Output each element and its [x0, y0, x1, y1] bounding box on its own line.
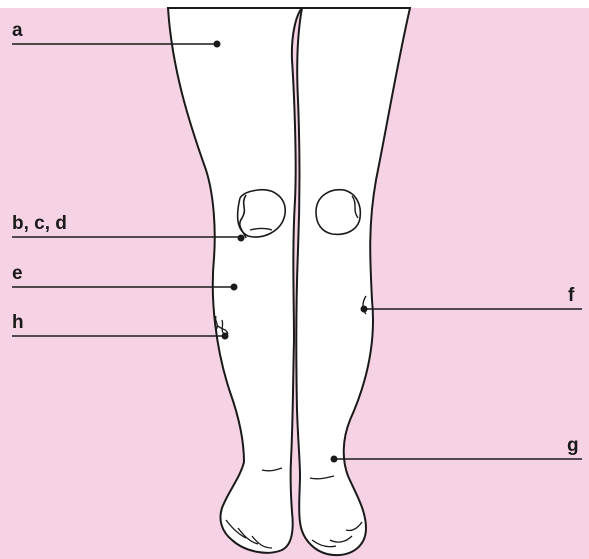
left-leg-outline: [296, 8, 410, 555]
label-h: h: [12, 313, 24, 332]
label-g: g: [567, 436, 579, 455]
pointer-dot-e: [231, 284, 238, 291]
pointer-dot-g: [331, 456, 338, 463]
label-bcd: b, c, d: [12, 214, 67, 233]
top-strip: [0, 0, 589, 8]
pointer-dot-a: [214, 41, 221, 48]
label-f: f: [568, 286, 574, 305]
label-e: e: [12, 264, 23, 283]
pointer-dot-bcd: [238, 235, 245, 242]
label-a: a: [12, 21, 23, 40]
pointer-dot-f: [361, 306, 368, 313]
right-leg-outline: [168, 8, 302, 553]
